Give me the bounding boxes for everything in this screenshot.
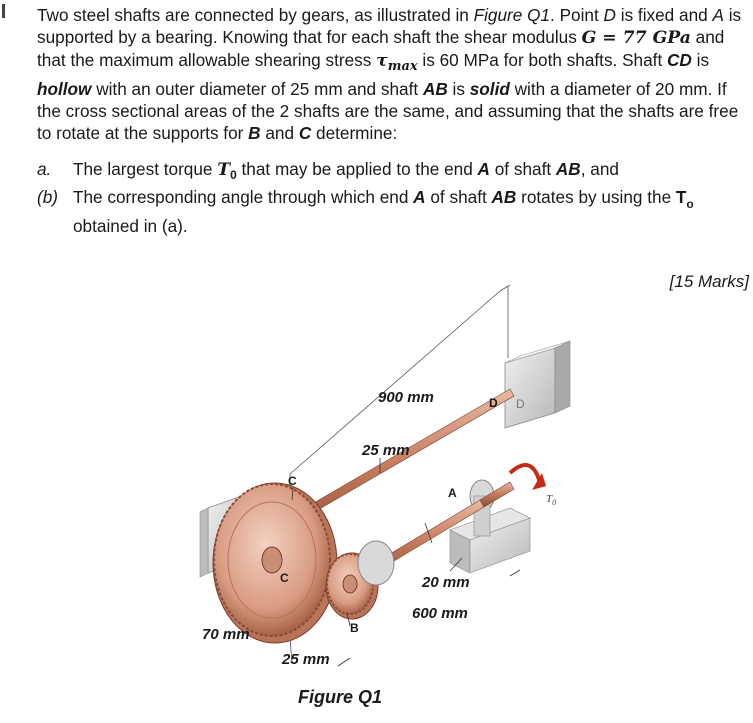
torque-label: T0 (546, 493, 556, 507)
solid-emphasis: solid (469, 79, 510, 100)
marks-label: [15 Marks] (669, 272, 749, 291)
question-item-a: a. The largest torque T0 that may be app… (37, 159, 619, 183)
gear-c (212, 482, 338, 644)
label-a: A (448, 486, 457, 500)
question-marker-a: a. (37, 159, 52, 179)
dimension-70: 70 mm (202, 626, 250, 643)
label-b: B (350, 621, 359, 635)
torque-arrow (508, 463, 546, 490)
shear-modulus-equation: G = 77 GPa (581, 28, 691, 48)
gear-hub (357, 540, 395, 586)
dimension-25-bottom: 25 mm (281, 651, 330, 668)
question-marker-b: (b) (37, 187, 59, 208)
tau-symbol: τ (376, 51, 388, 71)
problem-statement: Two steel shafts are connected by gears,… (37, 4, 749, 144)
figure-caption: Figure Q1 (298, 687, 383, 707)
margin-mark (2, 4, 5, 18)
pointer-lines (291, 458, 521, 667)
label-d: D (489, 396, 498, 410)
dimension-20: 20 mm (421, 574, 470, 591)
dimension-25-top: 25 mm (361, 442, 410, 459)
question-item-b: (b) The corresponding angle through whic… (37, 187, 694, 236)
label-d-wall: D (516, 397, 525, 411)
intro-paragraph: Two steel shafts are connected by gears,… (37, 5, 742, 144)
dimension-900: 900 mm (378, 389, 434, 406)
label-c-top: C (288, 474, 297, 488)
dimension-600: 600 mm (412, 605, 468, 622)
figure-reference: Figure Q1 (473, 5, 551, 25)
fixed-support-d (504, 340, 571, 429)
hollow-emphasis: hollow (37, 79, 92, 100)
question-list: a. The largest torque T0 that may be app… (37, 158, 749, 237)
label-c-gear: C (280, 571, 289, 585)
figure-q1-diagram: 900 mm 25 mm 20 mm 600 mm 70 mm 25 mm C … (199, 284, 571, 668)
